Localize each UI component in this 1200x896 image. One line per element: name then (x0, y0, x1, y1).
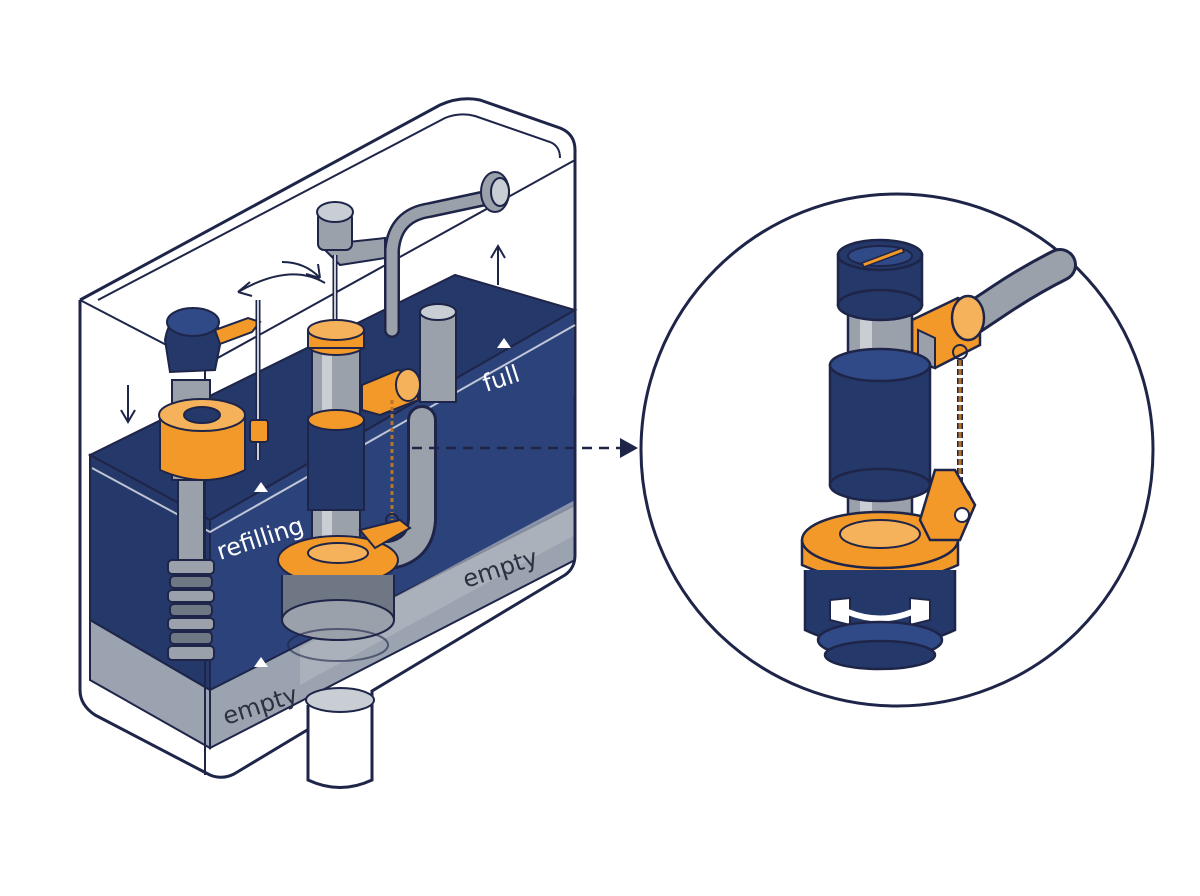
connector-arrowhead-icon (620, 438, 638, 458)
fill-valve-float (159, 414, 246, 481)
flush-valve-sleeve (307, 419, 365, 511)
full-marker-icon (497, 338, 511, 348)
up-arrow-icon (490, 244, 506, 285)
fill-valve (158, 300, 269, 661)
empty-marker-icon (254, 657, 268, 667)
flush-lever (316, 201, 386, 330)
cistern-back-outline (79, 97, 577, 395)
overflow-tube (419, 303, 457, 403)
fill-valve-arm (213, 316, 262, 346)
mid-band-right (300, 500, 575, 685)
cistern-glass-front (78, 300, 577, 779)
flush-valve (277, 319, 421, 662)
refill-tube-inner (386, 189, 506, 336)
lever-arrow-icon (237, 273, 326, 293)
outlet-pipe (306, 690, 374, 789)
wall-button (480, 171, 510, 213)
outlet-pipe-mouth (305, 687, 375, 713)
cistern-rim (97, 113, 561, 301)
cistern: full refilling empty empty (78, 97, 578, 789)
refill-marker-icon (254, 482, 268, 492)
zoom-sleeve (828, 363, 932, 487)
lever-arrow2-head-icon (305, 263, 321, 279)
fill-valve-thread (167, 559, 215, 661)
zoom-connector (412, 438, 638, 458)
lever-arrow-head-icon (237, 281, 253, 297)
lever-arrow2-icon (281, 261, 321, 279)
down-arrow-icon (120, 385, 136, 424)
zoom-detail (639, 192, 1155, 708)
